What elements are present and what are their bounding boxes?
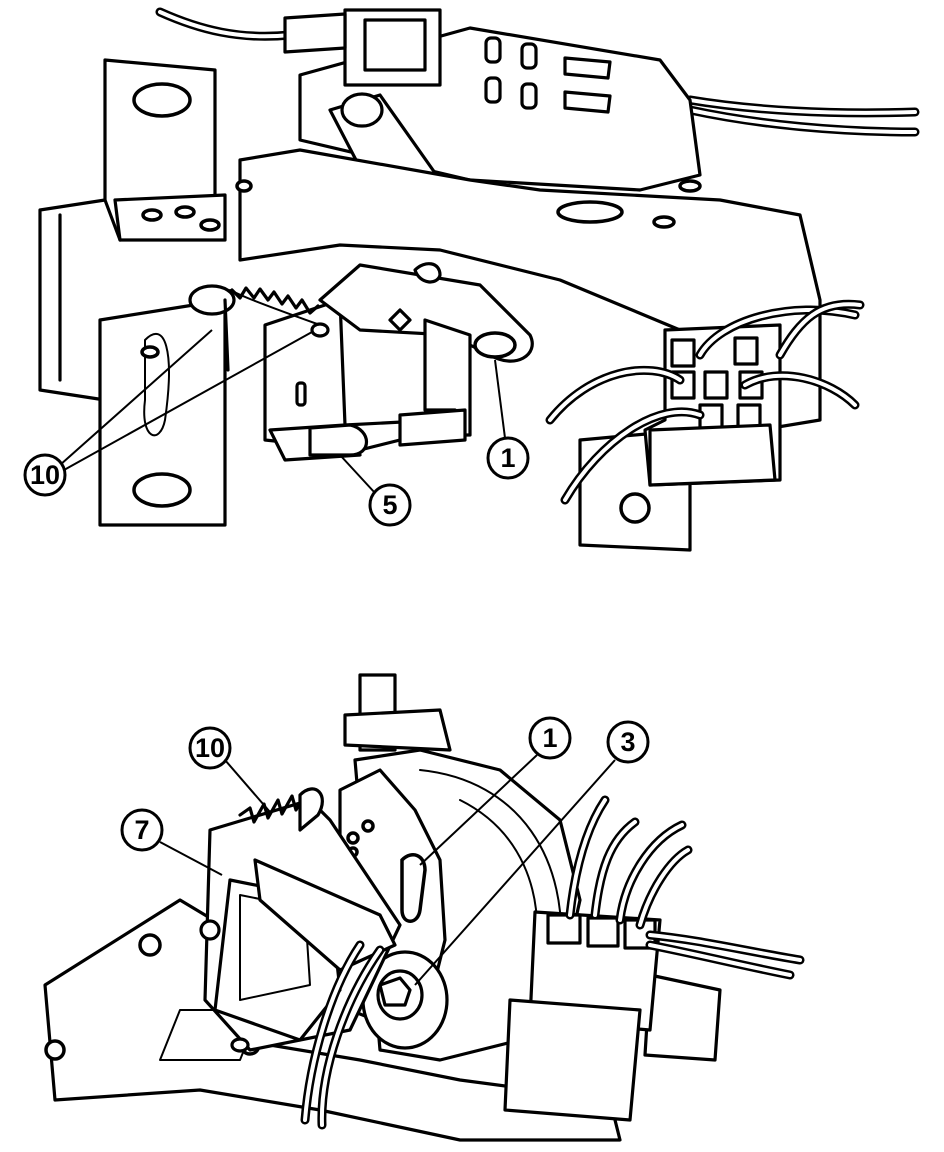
callout-10-bottom-label: 10: [195, 733, 225, 763]
callout-3-bottom-label: 3: [620, 727, 635, 757]
callout-1-top-label: 1: [500, 443, 515, 473]
callout-7-bottom: 7: [120, 808, 223, 876]
callout-1-bottom-label: 1: [542, 723, 557, 753]
callout-10-bottom: 10: [188, 726, 271, 813]
callout-5-top-label: 5: [382, 490, 397, 520]
callout-7-bottom-label: 7: [134, 815, 149, 845]
callout-5-top: 5: [339, 454, 412, 527]
callout-1-top: 1: [486, 359, 530, 480]
callout-1-bottom: 1: [419, 716, 572, 866]
bottom-figure-mechanism: [43, 673, 805, 1142]
callout-10-top: 10: [23, 329, 313, 497]
callout-10-top-label: 10: [30, 460, 60, 490]
top-figure-mechanism: [38, 7, 920, 552]
callout-3-bottom: 3: [414, 720, 650, 986]
